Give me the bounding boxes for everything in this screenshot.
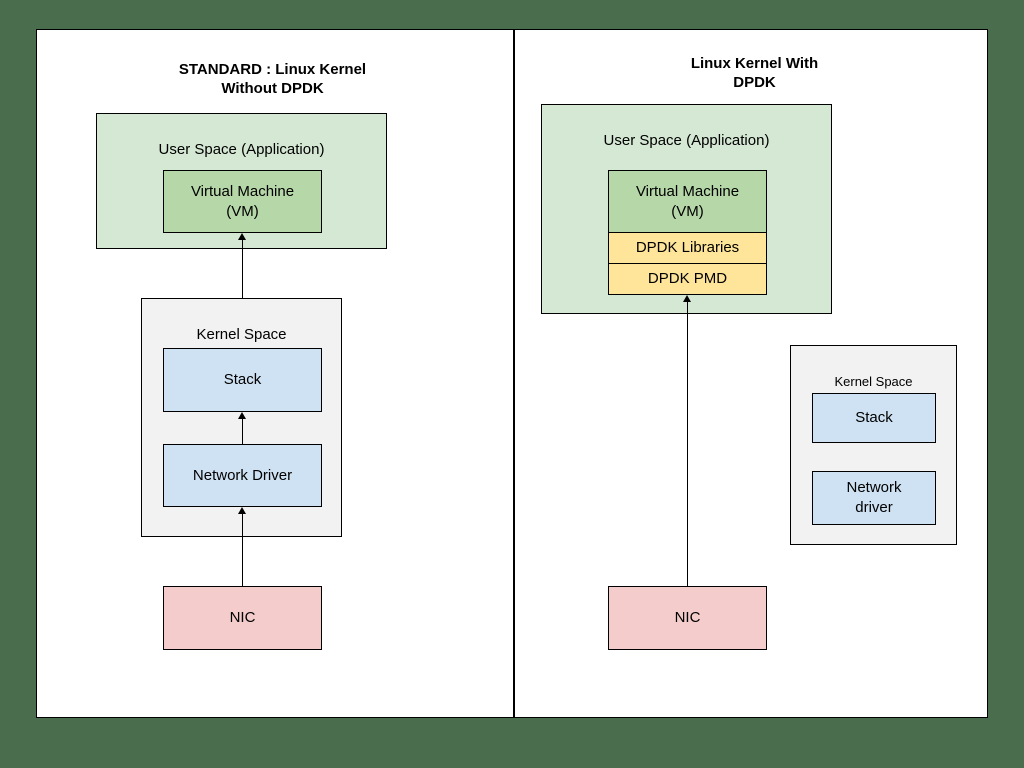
right-stack-box: Stack — [812, 393, 936, 443]
right-kernel-space-label: Kernel Space — [834, 374, 913, 389]
arrow-nic-to-pmd-line — [687, 302, 688, 587]
arrow-nic-to-driver-head — [238, 507, 246, 514]
panel-divider — [513, 30, 515, 717]
right-dpdk-pmd-box: DPDK PMD — [608, 263, 767, 295]
arrow-nic-to-driver-line — [242, 514, 243, 587]
right-dpdk-libraries-box: DPDK Libraries — [608, 232, 767, 264]
arrow-kernel-to-vm-line — [242, 240, 243, 333]
left-stack-box: Stack — [163, 348, 322, 412]
diagram-canvas: STANDARD : Linux Kernel Without DPDK Use… — [36, 29, 988, 718]
right-user-space-label: User Space (Application) — [603, 132, 770, 149]
left-vm-box: Virtual Machine (VM) — [163, 170, 322, 233]
arrow-driver-to-stack-head — [238, 412, 246, 419]
left-kernel-space-label: Kernel Space — [196, 326, 287, 343]
left-panel-title: STANDARD : Linux Kernel Without DPDK — [178, 61, 367, 97]
right-network-driver-box: Network driver — [812, 471, 936, 525]
right-panel-title: Linux Kernel With DPDK — [690, 55, 819, 91]
right-nic-box: NIC — [608, 586, 767, 650]
left-nic-box: NIC — [163, 586, 322, 650]
arrow-driver-to-stack-line — [242, 419, 243, 444]
left-user-space-label: User Space (Application) — [158, 141, 325, 158]
left-network-driver-box: Network Driver — [163, 444, 322, 507]
arrow-kernel-to-vm-head — [238, 233, 246, 240]
arrow-nic-to-pmd-head — [683, 295, 691, 302]
right-vm-box: Virtual Machine (VM) — [608, 170, 767, 233]
